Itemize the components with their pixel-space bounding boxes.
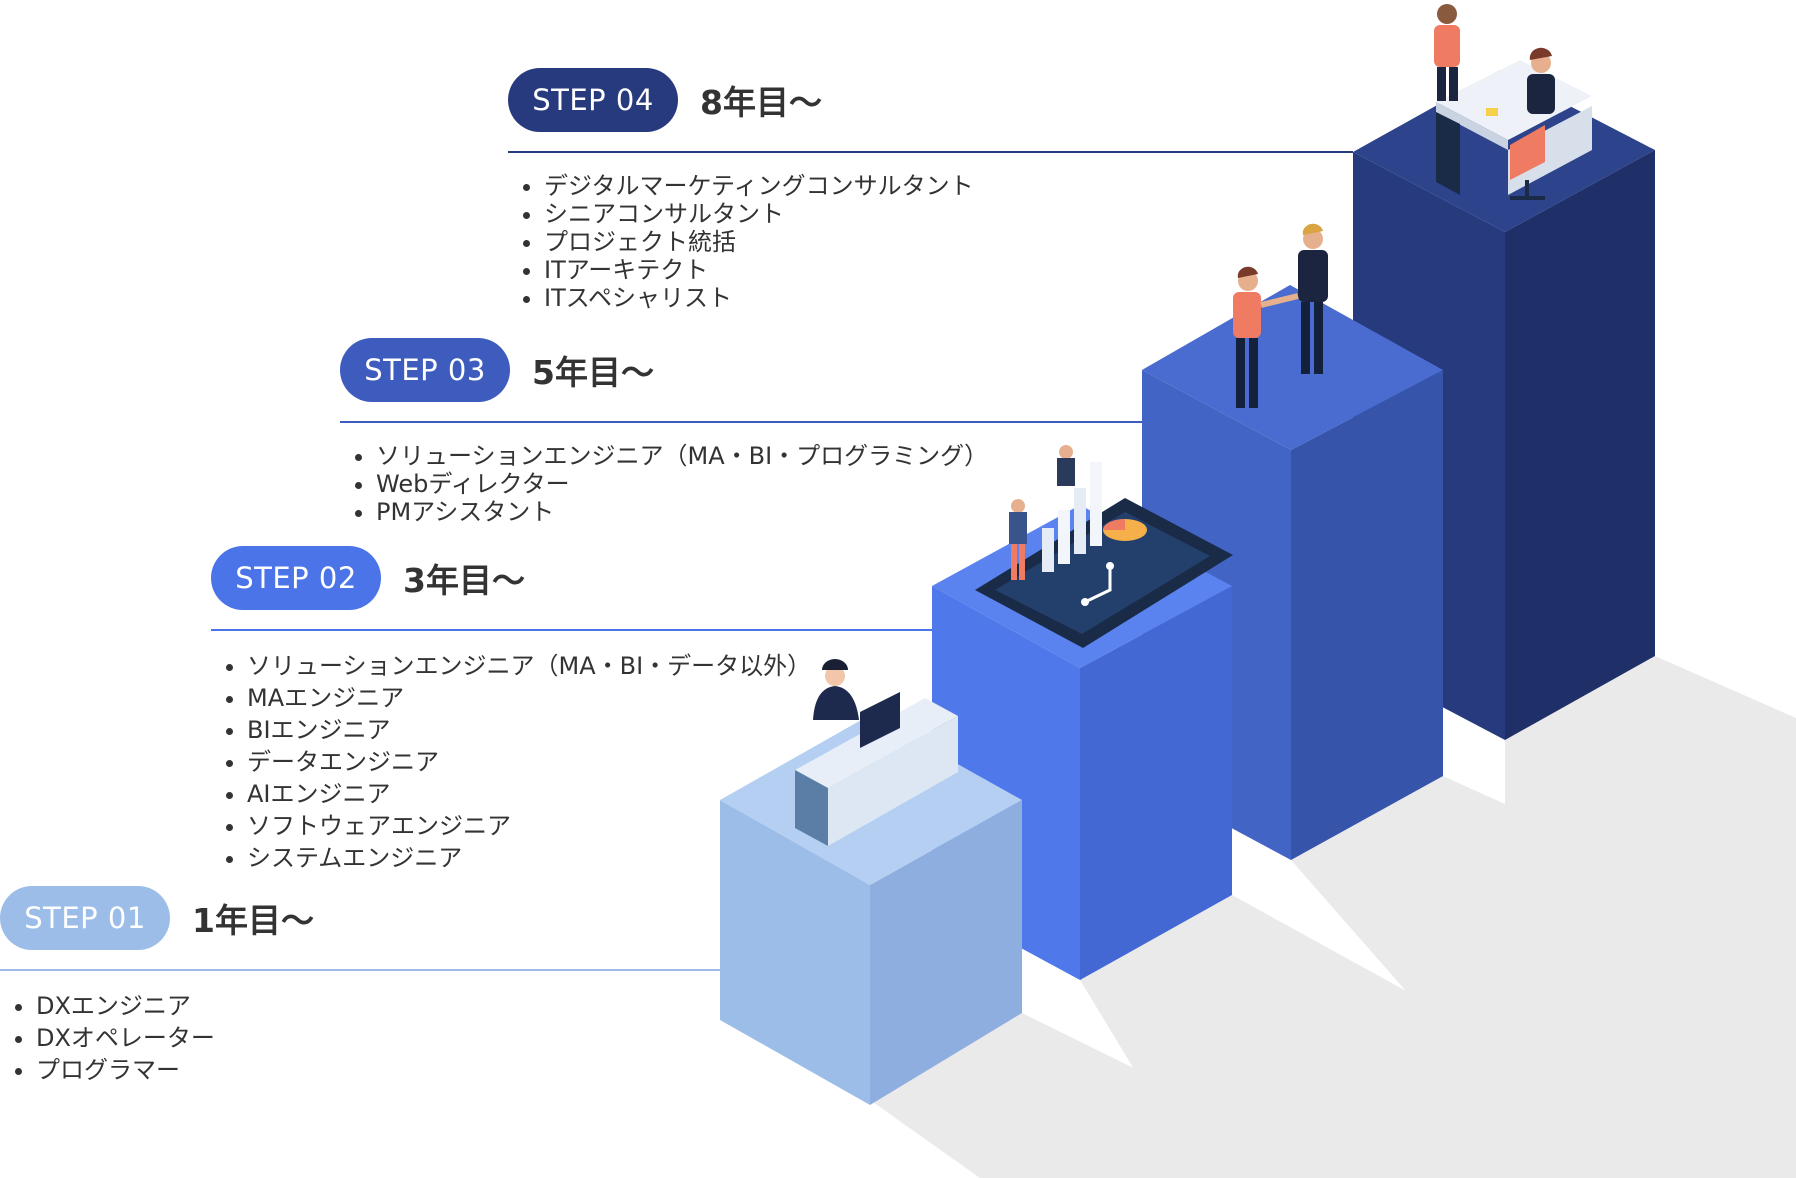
step-02-years: 3年目〜 <box>403 561 525 600</box>
step-03-roles: ソリューションエンジニア（MA・BI・プログラミング） Webディレクター PM… <box>354 442 988 526</box>
step-01-badge: STEP 01 <box>0 886 170 950</box>
list-item: ソリューションエンジニア（MA・BI・プログラミング） <box>376 442 988 470</box>
step-04-roles: デジタルマーケティングコンサルタント シニアコンサルタント プロジェクト統括 I… <box>522 172 974 312</box>
list-item: ITスペシャリスト <box>544 284 974 312</box>
list-item: Webディレクター <box>376 470 988 498</box>
step-03-divider <box>340 421 1142 423</box>
list-item: プロジェクト統括 <box>544 228 974 256</box>
list-item: システムエンジニア <box>247 842 811 874</box>
step-04-years: 8年目〜 <box>700 83 822 122</box>
handshake-icon <box>1233 223 1328 408</box>
list-item: PMアシスタント <box>376 498 988 526</box>
step-01-years: 1年目〜 <box>192 901 314 940</box>
step-01-divider <box>0 969 720 971</box>
step-01-roles: DXエンジニア DXオペレーター プログラマー <box>14 990 215 1086</box>
list-item: データエンジニア <box>247 746 811 778</box>
step-03-years: 5年目〜 <box>532 353 654 392</box>
step-02-roles: ソリューションエンジニア（MA・BI・データ以外） MAエンジニア BIエンジニ… <box>225 650 811 874</box>
list-item: AIエンジニア <box>247 778 811 810</box>
list-item: MAエンジニア <box>247 682 811 714</box>
list-item: シニアコンサルタント <box>544 200 974 228</box>
list-item: ITアーキテクト <box>544 256 974 284</box>
office-desk-icon <box>795 659 958 846</box>
list-item: デジタルマーケティングコンサルタント <box>544 172 974 200</box>
step-04-badge: STEP 04 <box>508 68 678 132</box>
list-item: ソフトウェアエンジニア <box>247 810 811 842</box>
pillar-shadows <box>870 656 1796 1178</box>
step-02-divider <box>211 629 932 631</box>
list-item: DXオペレーター <box>36 1022 215 1054</box>
step-04-divider <box>508 151 1353 153</box>
list-item: BIエンジニア <box>247 714 811 746</box>
step-02-badge: STEP 02 <box>211 546 381 610</box>
data-dashboard-icon <box>975 445 1233 648</box>
list-item: プログラマー <box>36 1054 215 1086</box>
list-item: DXエンジニア <box>36 990 215 1022</box>
consultation-desk-icon <box>1434 4 1592 200</box>
step-03-badge: STEP 03 <box>340 338 510 402</box>
list-item: ソリューションエンジニア（MA・BI・データ以外） <box>247 650 811 682</box>
